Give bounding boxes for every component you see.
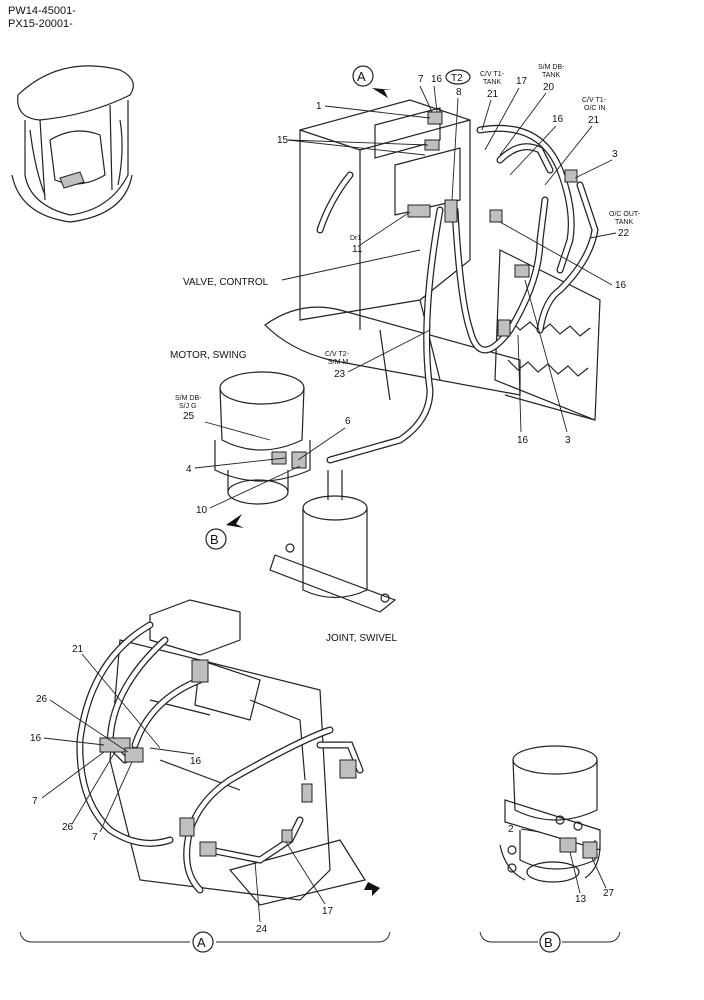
label-cv-t2-sm-m-2: S/M M (328, 359, 348, 366)
part-number: 21 (487, 89, 499, 100)
t2-marker: T2 (445, 69, 471, 85)
part-number: 1 (316, 101, 322, 112)
part-number: 21 (72, 644, 84, 655)
part-number: 6 (345, 416, 351, 427)
detail-a-illustration (76, 599, 380, 906)
serial-range-1: PW14-45001- (8, 5, 76, 17)
t2-label: T2 (451, 73, 463, 84)
leader-lines-detail-b (520, 828, 607, 894)
part-number: 4 (186, 464, 192, 475)
part-number: 20 (543, 82, 555, 93)
part-number: 10 (196, 505, 208, 516)
swivel-joint-illustration (269, 470, 397, 613)
label-cv-t1-tank-2: TANK (483, 79, 501, 86)
part-number: 7 (92, 832, 98, 843)
label-oc-out-tank-2: TANK (615, 219, 633, 226)
part-number: 3 (565, 435, 571, 446)
upper-hoses (316, 124, 599, 464)
label-cv-t1-tank-1: C/V T1- (480, 71, 505, 78)
label-sm-db-sj-g-2: S/J G (179, 403, 197, 410)
part-number: 16 (30, 733, 42, 744)
part-number: 17 (322, 906, 334, 917)
caption-motor-swing: MOTOR, SWING (170, 350, 247, 361)
part-number: 22 (618, 228, 630, 239)
part-number: 16 (615, 280, 627, 291)
part-number: 7 (32, 796, 38, 807)
leader-lines-upper (194, 85, 617, 509)
view-b-marker: B (205, 514, 244, 550)
part-number: 13 (575, 894, 587, 905)
arrow-detail-a-icon (364, 882, 380, 896)
part-number: 7 (418, 74, 424, 85)
part-number: 3 (612, 149, 618, 160)
part-number: 16 (552, 114, 564, 125)
detail-b-bracket (479, 931, 621, 943)
detail-b-letter: B (544, 935, 553, 950)
detail-a-bracket (19, 931, 391, 943)
part-number: 27 (603, 888, 615, 899)
part-number: 26 (62, 822, 74, 833)
part-number: 23 (334, 369, 346, 380)
part-number: 17 (516, 76, 528, 87)
leader-lines-detail-a (41, 653, 326, 923)
view-a-letter: A (357, 69, 366, 84)
part-number: 21 (588, 115, 600, 126)
label-sm-db-sj-g-1: S/M DB- (175, 395, 202, 402)
part-number: 16 (190, 756, 202, 767)
arrow-b-icon (226, 514, 244, 528)
view-a-marker: A (352, 65, 392, 98)
serial-range-2: PX15-20001- (8, 18, 73, 30)
part-number: 24 (256, 924, 268, 935)
label-cv-t1-oc-in-2: O/C IN (584, 105, 605, 112)
part-number: 2 (508, 824, 514, 835)
part-number: 25 (183, 411, 195, 422)
label-cv-t1-oc-in-1: C/V T1- (582, 97, 607, 104)
part-number: 26 (36, 694, 48, 705)
part-number: 16 (517, 435, 529, 446)
caption-joint-swivel: JOINT, SWIVEL (326, 633, 398, 644)
part-number: 8 (456, 87, 462, 98)
machine-overview-illustration (11, 65, 134, 223)
view-b-letter: B (210, 532, 219, 547)
arrow-a-icon (372, 88, 392, 98)
label-oc-out-tank-1: O/C OUT- (609, 211, 641, 218)
part-number: 15 (277, 135, 289, 146)
label-sm-db-tank-2: TANK (542, 72, 560, 79)
label-cv-t2-sm-m-1: C/V T2- (325, 351, 350, 358)
caption-valve-control: VALVE, CONTROL (183, 277, 269, 288)
label-dr1: Dr1 (350, 235, 361, 242)
detail-b-illustration (499, 745, 601, 883)
swing-motor-illustration (214, 371, 311, 505)
part-number: 11 (352, 244, 363, 255)
label-sm-db-tank-1: S/M DB- (538, 64, 565, 71)
detail-a-letter: A (197, 935, 206, 950)
part-number: 16 (431, 74, 443, 85)
